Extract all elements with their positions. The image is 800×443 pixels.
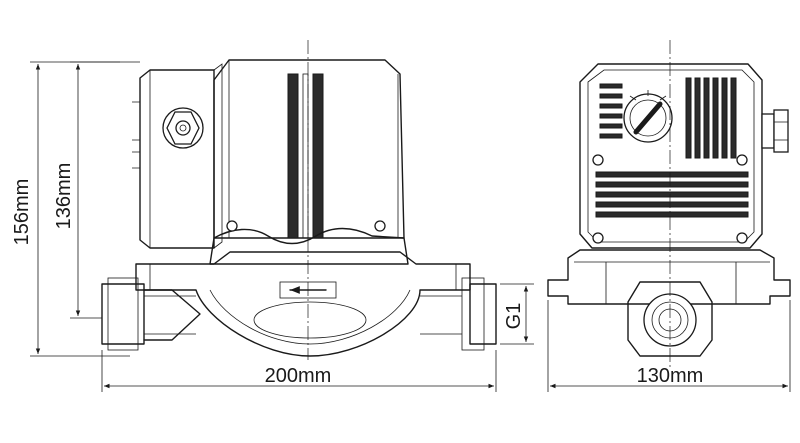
- cooling-fins: [685, 77, 737, 159]
- dimension-labels: 156mm 136mm 200mm 130mm G1: [11, 163, 703, 387]
- body-height-label: 136mm: [53, 163, 75, 230]
- cable-gland-icon: [162, 107, 204, 149]
- speed-selector-icon: [623, 90, 673, 143]
- vent-slots: [599, 83, 623, 139]
- width-label: 130mm: [637, 365, 704, 387]
- cable-gland-side-icon: [761, 109, 789, 153]
- front-view: [547, 40, 791, 370]
- thread-label: G1: [503, 303, 525, 330]
- dimension-lines: [30, 61, 791, 392]
- side-view: [101, 40, 497, 360]
- lower-fins: [595, 171, 749, 218]
- overall-height-label: 156mm: [11, 179, 33, 246]
- length-label: 200mm: [265, 365, 332, 387]
